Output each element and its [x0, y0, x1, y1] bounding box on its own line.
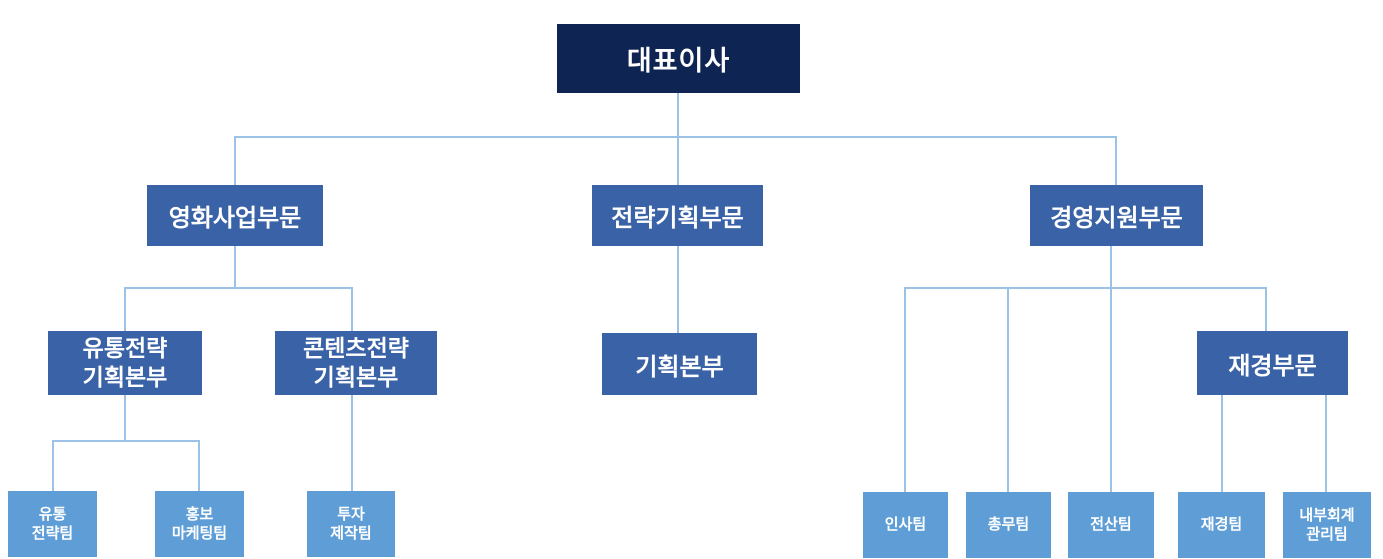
- connector-film-horizontal: [124, 287, 353, 289]
- org-node-pr-marketing-team: 홍보 마케팅팀: [155, 491, 244, 557]
- connector-to-general-affairs-team: [1007, 287, 1009, 492]
- connector-top-horizontal: [234, 136, 1117, 138]
- org-node-distribution-strategy-team: 유통 전략팀: [8, 491, 97, 557]
- connector-distribution-hq-down: [124, 395, 126, 441]
- org-node-management-division: 경영지원부문: [1030, 185, 1203, 246]
- connector-to-finance-team: [1221, 395, 1223, 492]
- connector-to-distribution-hq: [124, 287, 126, 331]
- org-node-hr-team: 인사팀: [863, 492, 948, 558]
- connector-to-hr-team: [904, 287, 906, 492]
- connector-film-down: [234, 246, 236, 288]
- connector-to-internal-accounting-team: [1325, 395, 1327, 492]
- org-node-internal-accounting-team: 내부회계 관리팀: [1283, 492, 1371, 558]
- connector-to-management-division: [1115, 136, 1117, 185]
- org-node-film-division: 영화사업부문: [147, 185, 323, 246]
- connector-to-pr-marketing-team: [198, 440, 200, 491]
- org-node-distribution-strategy-hq: 유통전략 기획본부: [48, 331, 202, 395]
- connector-ceo-down: [677, 93, 679, 185]
- connector-to-planning-hq: [677, 246, 679, 333]
- connector-to-content-hq: [351, 287, 353, 331]
- connector-to-distribution-team: [52, 440, 54, 491]
- org-node-finance-team: 재경팀: [1178, 492, 1265, 558]
- org-node-finance-division: 재경부문: [1197, 331, 1348, 395]
- connector-to-film-division: [234, 136, 236, 185]
- org-node-strategy-division: 전략기획부문: [592, 185, 763, 246]
- connector-management-horizontal: [904, 287, 1267, 289]
- org-node-planning-hq: 기획본부: [602, 333, 757, 395]
- org-node-it-team: 전산팀: [1068, 492, 1154, 558]
- org-node-investment-production-team: 투자 제작팀: [307, 491, 395, 557]
- org-node-general-affairs-team: 총무팀: [966, 492, 1051, 558]
- connector-to-finance-division: [1265, 287, 1267, 331]
- org-node-ceo: 대표이사: [557, 24, 800, 93]
- org-node-content-strategy-hq: 콘텐츠전략 기획본부: [275, 331, 437, 395]
- connector-management-down-to-it-team: [1110, 246, 1112, 492]
- connector-distribution-horizontal: [52, 440, 199, 442]
- connector-to-investment-team: [351, 395, 353, 491]
